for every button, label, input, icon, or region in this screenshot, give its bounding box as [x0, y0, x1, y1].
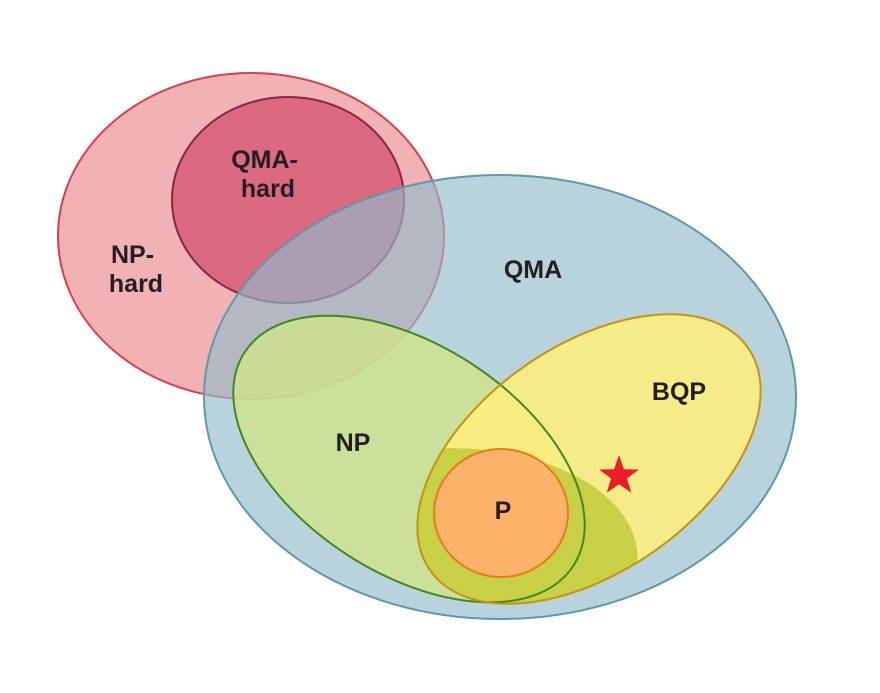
- qma-outline: [203, 174, 797, 620]
- bqp-label: BQP: [652, 378, 706, 406]
- qma-hard-label-line-1: QMA-: [231, 146, 298, 174]
- np-hard-label-line-2: hard: [109, 270, 163, 298]
- bqp-outline: [416, 313, 762, 605]
- qma-hard-label-line-2: hard: [241, 175, 295, 203]
- p-region: [434, 449, 568, 577]
- p-label: P: [495, 497, 512, 525]
- p-outline: [433, 448, 569, 578]
- np-outline: [232, 314, 586, 604]
- np-hard-label: NP- hard: [109, 241, 163, 298]
- qma-hard-label: QMA- hard: [231, 146, 305, 203]
- qma-label: QMA: [504, 256, 562, 284]
- np-label: NP: [336, 429, 371, 457]
- np-hard-label-line-1: NP-: [111, 241, 154, 269]
- star-icon: [599, 455, 639, 493]
